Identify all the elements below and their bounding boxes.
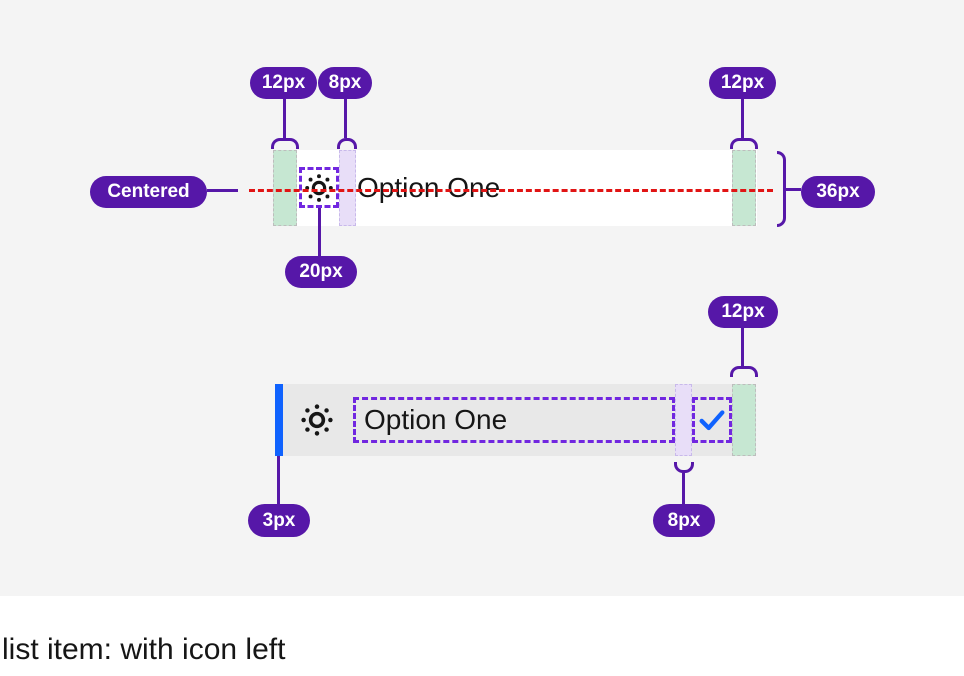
icon-size-pill: 20px <box>285 256 357 288</box>
list-item-row: Option One <box>273 150 757 226</box>
selected-border-stem <box>277 456 280 504</box>
right-padding-pill: 12px <box>709 67 776 99</box>
check-gap-stem <box>682 473 685 504</box>
right-padding-highlight <box>732 384 756 456</box>
right-padding-stem-selected <box>741 328 744 366</box>
check-bounds-outline <box>692 397 732 443</box>
sun-icon <box>300 403 334 437</box>
check-gap-bracket <box>674 462 694 473</box>
check-gap-pill: 8px <box>653 504 715 537</box>
row-height-connector <box>786 188 801 191</box>
icon-gap-highlight <box>339 150 356 226</box>
sun-icon <box>304 173 334 203</box>
left-padding-pill: 12px <box>250 67 317 99</box>
selected-border-pill: 3px <box>248 504 310 537</box>
list-item-label: Option One <box>357 172 501 203</box>
icon-gap-bracket <box>337 138 357 149</box>
left-padding-bracket <box>271 138 299 149</box>
list-item-row-selected: Option One <box>275 384 756 456</box>
selected-border-highlight <box>275 384 283 456</box>
centered-pill: Centered <box>90 176 207 208</box>
icon-gap-stem <box>344 99 347 138</box>
list-item-label: Option One <box>364 404 508 435</box>
icon-bounds-outline <box>299 167 339 208</box>
text-area-outline: Option One <box>353 397 675 443</box>
right-padding-bracket <box>730 138 758 149</box>
right-padding-highlight <box>732 150 756 226</box>
centered-connector <box>207 189 238 192</box>
row-height-pill: 36px <box>801 176 875 208</box>
icon-size-stem <box>318 208 321 256</box>
right-padding-pill-selected: 12px <box>708 296 778 328</box>
check-gap-highlight <box>675 384 692 456</box>
icon-gap-pill: 8px <box>318 67 372 99</box>
row-height-bracket <box>777 151 786 227</box>
diagram-canvas: Option One Centered 12px 8px 12px 20px 3… <box>0 0 964 596</box>
right-padding-bracket-selected <box>730 366 758 377</box>
left-padding-highlight <box>273 150 297 226</box>
checkmark-icon <box>697 405 727 435</box>
page-title: list item: with icon left <box>2 633 286 666</box>
right-padding-stem <box>741 99 744 138</box>
left-padding-stem <box>283 99 286 138</box>
center-alignment-line <box>249 189 773 192</box>
